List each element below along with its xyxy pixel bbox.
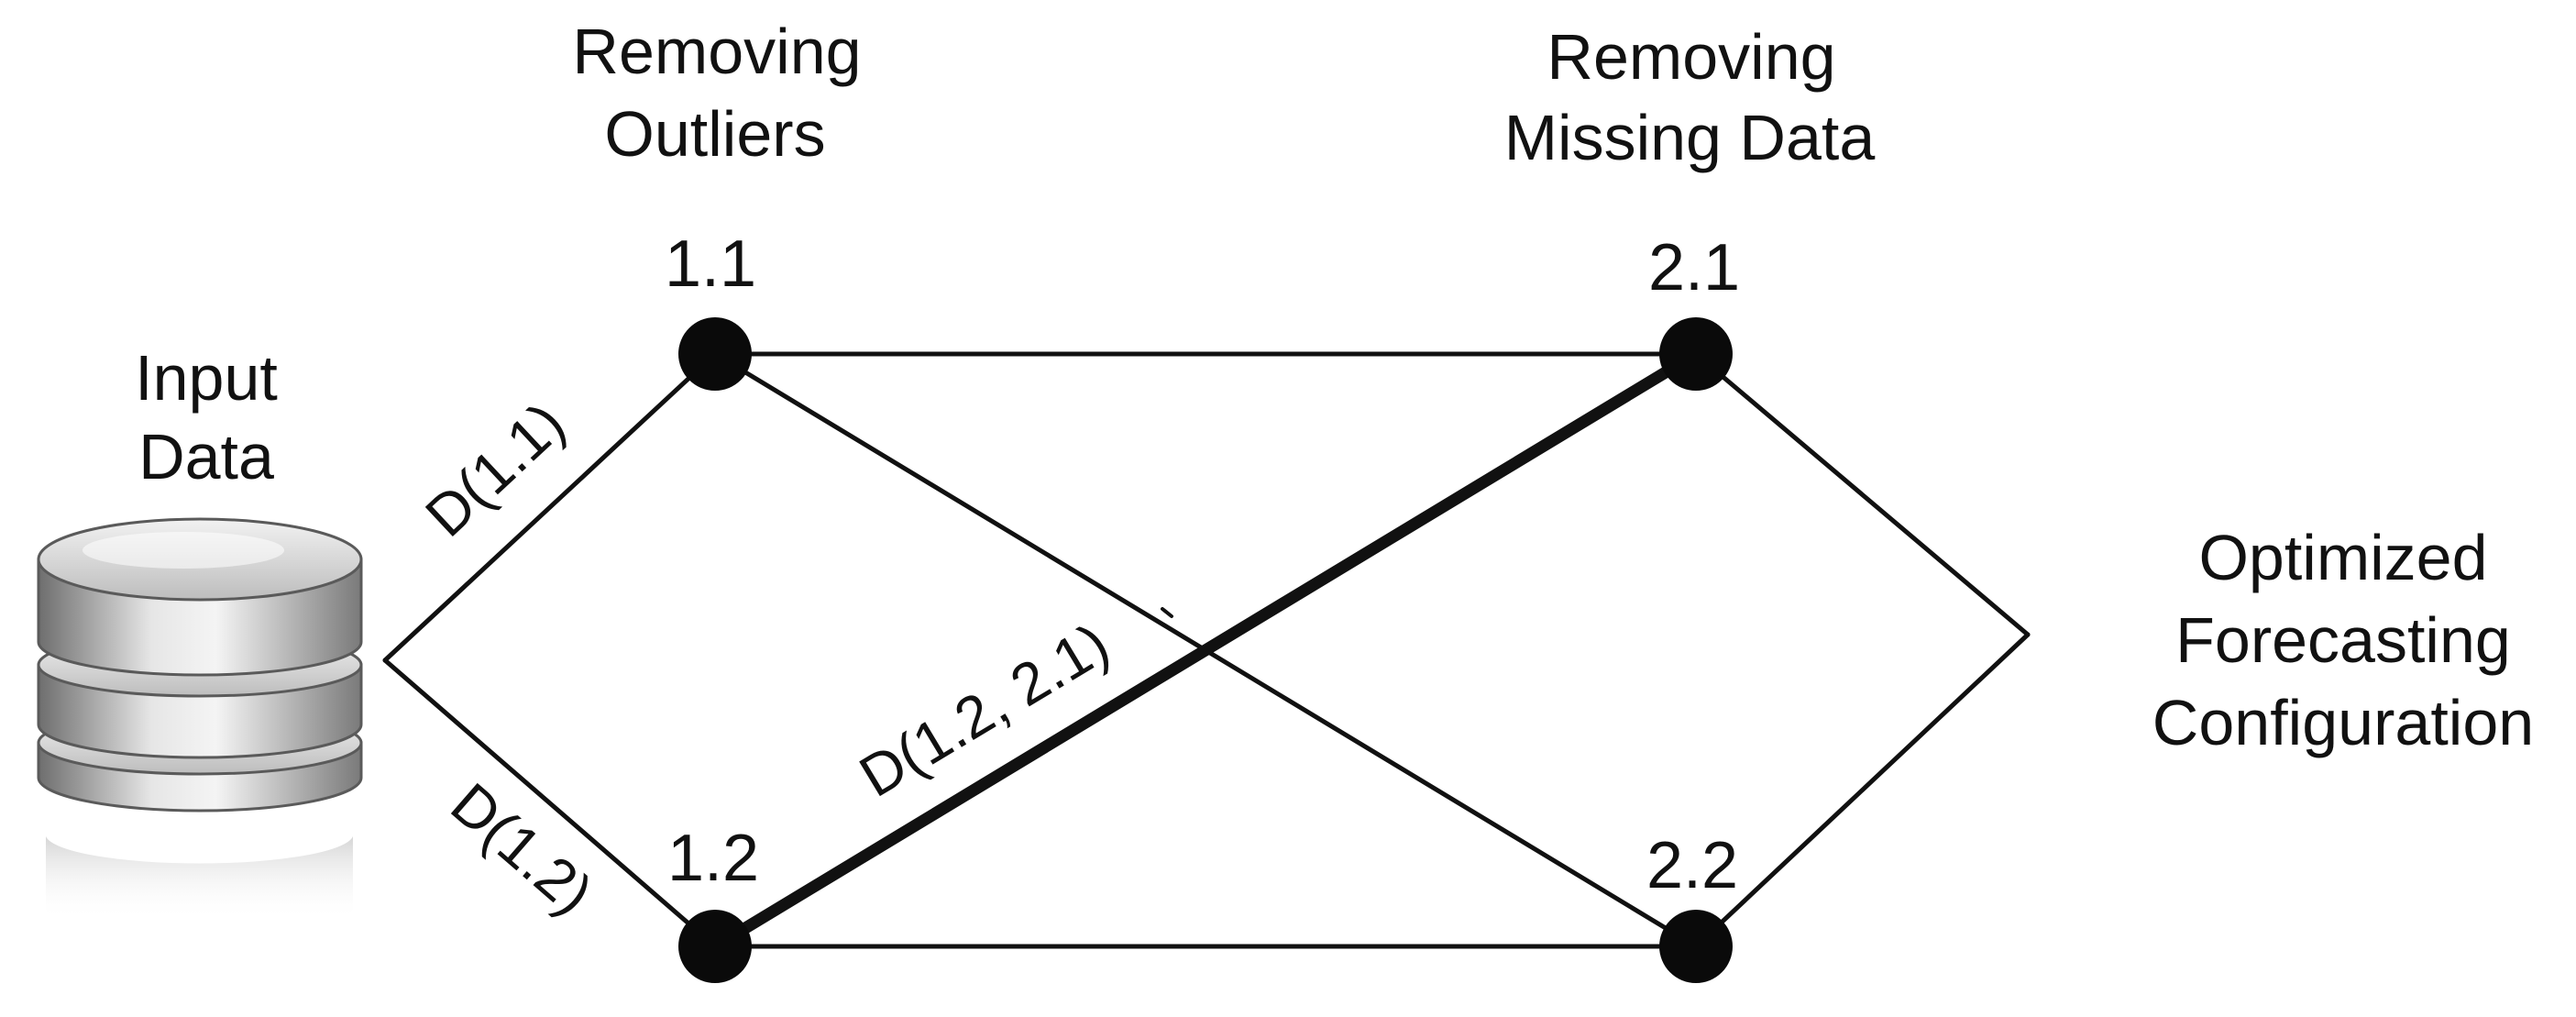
stage-outliers-line2: Outliers	[604, 98, 825, 170]
node-2-2	[1659, 910, 1733, 983]
edge-label-d-1-1: D(1.1)	[413, 390, 577, 549]
stage-output-line2: Forecasting	[2175, 604, 2511, 676]
node-label-2-2: 2.2	[1646, 829, 1738, 902]
stage-label-output: Optimized Forecasting Configuration	[2152, 522, 2534, 758]
node-label-2-1: 2.1	[1648, 231, 1740, 304]
stage-label-outliers: Removing Outliers	[572, 16, 861, 170]
edge-label-d-1-2: D(1.2)	[439, 770, 605, 927]
stage-missing-line2: Missing Data	[1504, 102, 1876, 173]
database-icon	[37, 517, 363, 921]
stage-output-line1: Optimized	[2198, 522, 2487, 593]
nodes	[678, 317, 1733, 983]
node-label-1-1: 1.1	[665, 227, 756, 301]
stage-label-missing: Removing Missing Data	[1504, 21, 1876, 173]
node-1-2	[678, 910, 752, 983]
edge-2-2-output	[1693, 632, 2031, 949]
edges	[382, 348, 2031, 953]
node-label-1-2: 1.2	[667, 822, 759, 895]
stage-outliers-line1: Removing	[572, 16, 861, 87]
node-1-1	[678, 317, 752, 391]
stage-label-input: Input Data	[135, 342, 278, 492]
stage-missing-line1: Removing	[1547, 21, 1835, 93]
stage-input-line1: Input	[135, 342, 278, 414]
node-2-1	[1659, 317, 1733, 391]
edge-input-1-2	[382, 658, 718, 949]
edge-input-1-1	[382, 351, 718, 663]
stage-input-line2: Data	[138, 421, 274, 492]
label-tick	[1161, 607, 1173, 618]
edge-1-2-2-1-highlighted	[709, 348, 1702, 953]
stage-output-line3: Configuration	[2152, 687, 2534, 758]
edge-2-1-output	[1693, 351, 2031, 637]
